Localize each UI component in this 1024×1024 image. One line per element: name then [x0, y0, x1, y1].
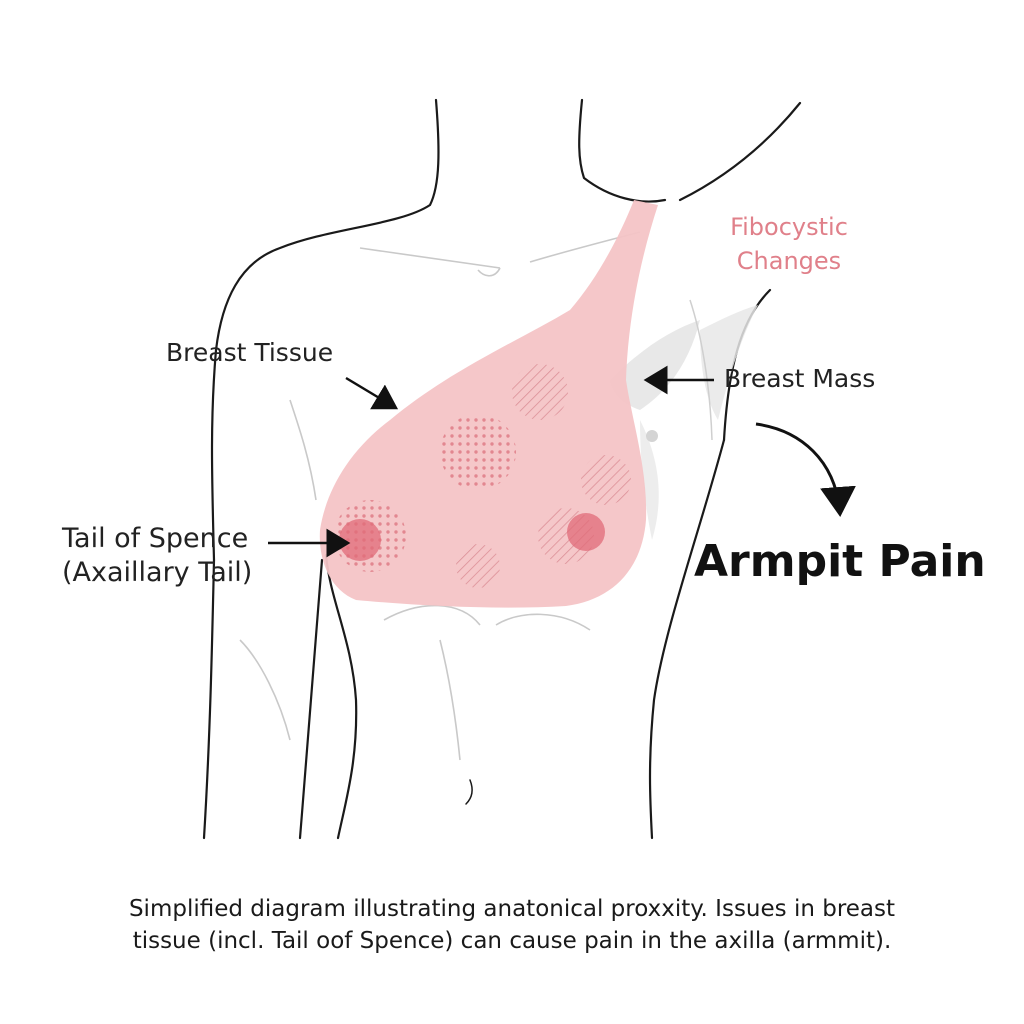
breast-tissue-label: Breast Tissue: [166, 338, 333, 367]
tail-line-2: (Axaillary Tail): [62, 556, 252, 590]
left-arm-inner-line: [300, 560, 322, 838]
navel-line: [466, 780, 472, 804]
caption-line-1: Simplified diagram illustrating anatonic…: [40, 893, 984, 925]
caption-line-2: tissue (incl. Tail oof Spence) can cause…: [40, 925, 984, 957]
curved-arrow-icon: [756, 424, 840, 514]
left-arm-outer-line: [204, 560, 214, 838]
tail-of-spence-label: Tail of Spence (Axaillary Tail): [62, 522, 252, 590]
fibrocystic-line-1: Fibocystic: [704, 210, 874, 244]
tail-of-spence-lump: [339, 519, 381, 561]
fibrocystic-changes-label: Fibocystic Changes: [704, 210, 874, 278]
breast-mass-label: Breast Mass: [724, 364, 875, 393]
armpit-pain-label: Armpit Pain: [694, 536, 986, 587]
torso-right-line: [650, 440, 724, 838]
breast-tissue-arrow: [346, 378, 396, 408]
breast-mass-lump: [567, 513, 605, 551]
tail-line-1: Tail of Spence: [62, 522, 252, 556]
fibrocystic-line-2: Changes: [704, 244, 874, 278]
shoulder-right-line: [680, 103, 800, 200]
neck-right-line: [579, 100, 665, 202]
diagram-caption: Simplified diagram illustrating anatonic…: [40, 893, 984, 957]
